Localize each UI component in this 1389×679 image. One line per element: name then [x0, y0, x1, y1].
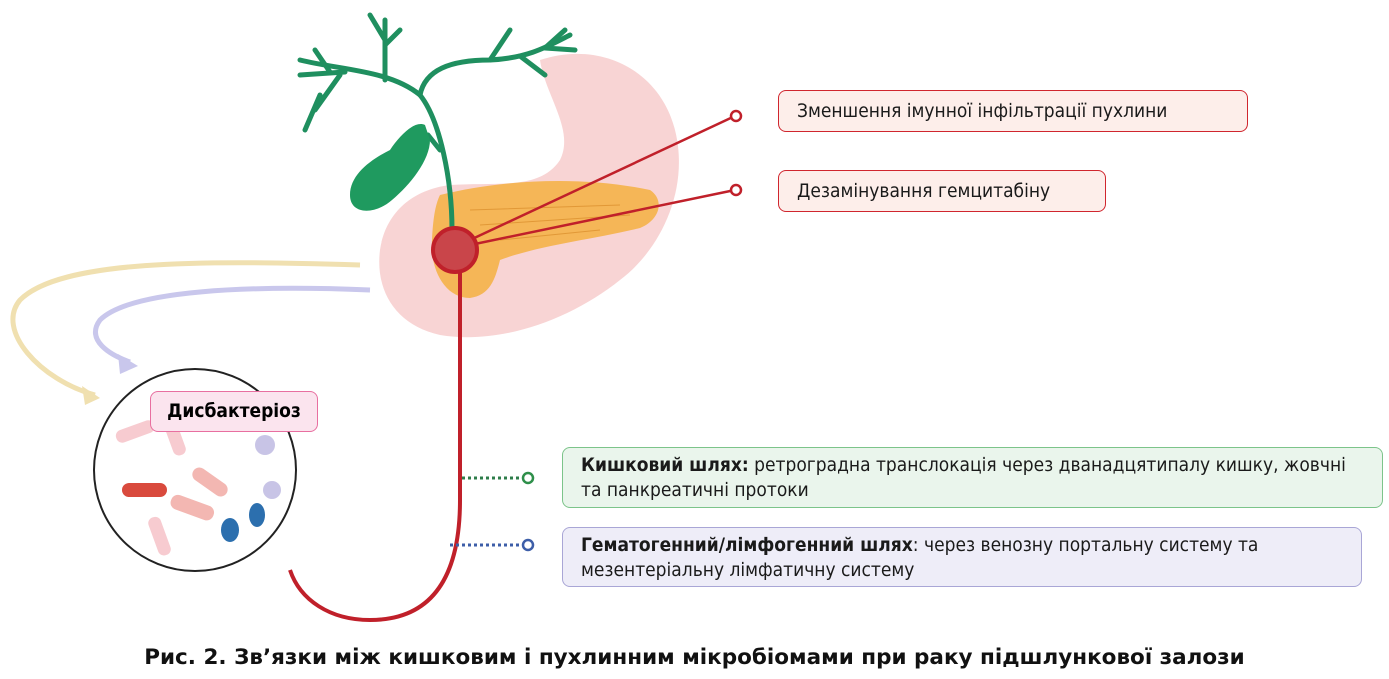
immune-infiltration-label: Зменшення імунної інфільтрації пухлини — [778, 90, 1248, 132]
hematogenous-route-title: Гематогенний/лімфогенний шлях — [581, 534, 913, 556]
gemcitabine-deamination-label: Дезамінування гемцитабіну — [778, 170, 1106, 212]
tumor-icon — [431, 226, 479, 274]
arrow-purple — [92, 285, 371, 365]
hematogenous-route-box: Гематогенний/лімфогенний шлях: через вен… — [562, 527, 1362, 587]
gallbladder — [350, 124, 430, 211]
biliary-tree — [297, 12, 578, 233]
intestinal-route-box: Кишковий шлях: ретроградна транслокація … — [562, 447, 1383, 508]
dysbiosis-label: Дисбактеріоз — [150, 391, 318, 432]
intestinal-route-text: ретроградна транслокація через дванадцят… — [581, 454, 1346, 501]
intestinal-duct-line — [288, 265, 462, 623]
hematogenous-route-text: : через венозну портальну систему та мез… — [581, 534, 1259, 581]
arrow-yellow — [10, 260, 361, 398]
gemcitabine-endpoint-icon — [729, 183, 743, 197]
intestinal-route-title: Кишковий шлях: — [581, 454, 749, 476]
figure-caption: Рис. 2. Зв’язки між кишковим і пухлинним… — [144, 645, 1245, 670]
pancreas — [431, 180, 659, 298]
intestinal-endpoint-icon — [521, 471, 535, 485]
immune-endpoint-icon — [729, 109, 743, 123]
hematogenous-endpoint-icon — [521, 538, 535, 552]
